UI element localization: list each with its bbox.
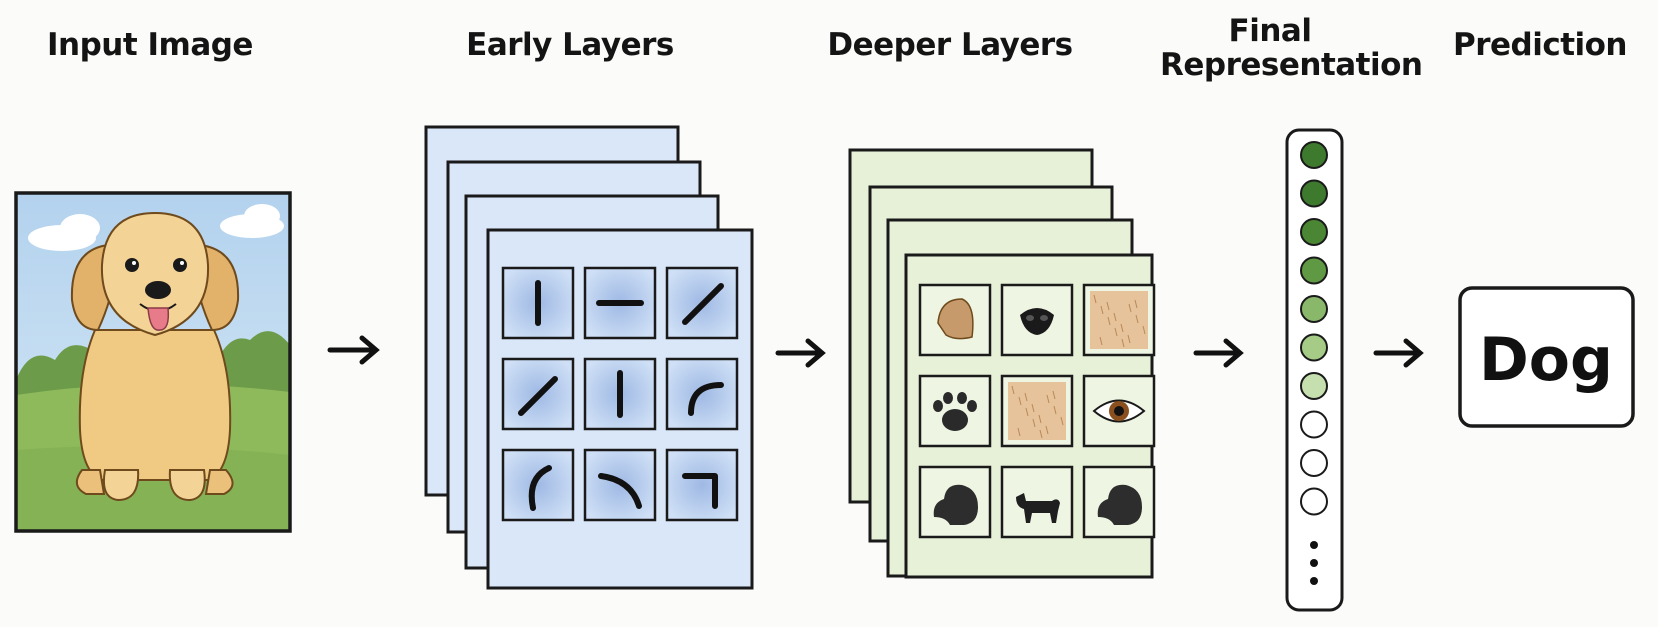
feature-eye-icon: [1082, 374, 1156, 448]
feature-dog-body-icon: [1000, 465, 1074, 539]
feature-node: [1300, 256, 1328, 285]
filter-diagonal-edge-icon: [501, 357, 575, 431]
final-representation: [1285, 128, 1344, 612]
filter-diagonal-edge-icon: [665, 266, 739, 340]
arrow-1-icon: [327, 335, 380, 365]
prediction-label: Dog: [1479, 325, 1613, 395]
filter-horizontal-edge-icon: [583, 266, 657, 340]
deeper-feature-grid: [918, 283, 1156, 539]
title-final-representation: Final Representation: [1160, 13, 1423, 83]
feature-dog-head-icon: [1082, 465, 1156, 539]
feature-nose-icon: [1000, 283, 1074, 357]
ellipsis-dots: [1310, 541, 1318, 585]
feature-node: [1300, 141, 1328, 169]
input-image-frame: [14, 191, 292, 533]
arrow-2-icon: [775, 338, 826, 368]
filter-curve-icon: [665, 357, 739, 431]
final-vector-container: [1285, 128, 1344, 612]
feature-fur-icon: [1082, 283, 1156, 357]
title-final-line1: Final: [1228, 13, 1312, 49]
arrow-4-icon: [1373, 338, 1424, 368]
title-final-line2: Representation: [1160, 47, 1423, 83]
filter-vertical-edge-icon: [583, 357, 657, 431]
title-input-image: Input Image: [47, 27, 253, 63]
early-filter-grid: [501, 266, 739, 522]
cloud-right-icon: [220, 204, 284, 238]
filter-vertical-edge-icon: [501, 266, 575, 340]
puppy-icon: [70, 211, 240, 502]
filter-corner-icon: [665, 448, 739, 522]
feature-node: [1300, 372, 1328, 400]
feature-fur-icon: [1000, 374, 1074, 448]
feature-node: [1300, 295, 1328, 323]
title-early-layers: Early Layers: [466, 27, 674, 63]
feature-node: [1300, 410, 1328, 439]
input-image: [14, 191, 292, 533]
feature-node: [1300, 487, 1328, 516]
title-prediction: Prediction: [1452, 27, 1628, 63]
puppy-face: [125, 258, 187, 331]
feature-node: [1300, 218, 1328, 246]
feature-node: [1300, 179, 1328, 208]
feature-dog-head-icon: [918, 465, 992, 539]
feature-paw-icon: [918, 374, 992, 448]
filter-curve-icon: [583, 448, 657, 522]
arrow-3-icon: [1193, 338, 1244, 368]
feature-node: [1300, 449, 1328, 477]
feature-node: [1300, 333, 1328, 362]
title-deeper-layers: Deeper Layers: [827, 27, 1073, 63]
prediction-box: Dog: [1458, 286, 1635, 428]
cloud-left-icon: [28, 214, 100, 251]
feature-ear-icon: [918, 283, 992, 357]
filter-curve-icon: [501, 448, 575, 522]
